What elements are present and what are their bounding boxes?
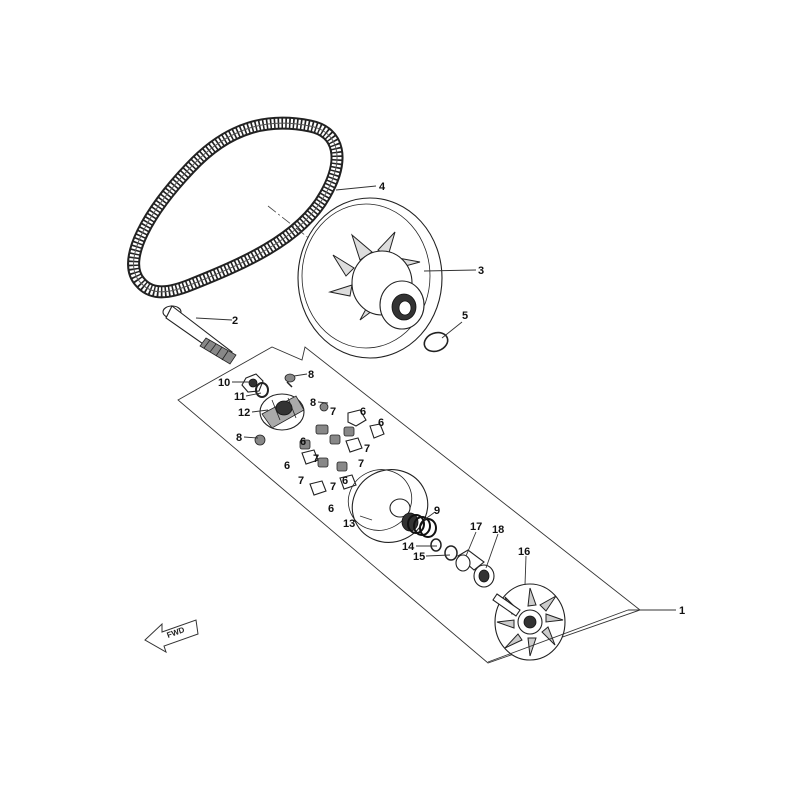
washer	[255, 382, 269, 398]
callout-7f: 7	[330, 481, 336, 493]
movable-sheave	[347, 469, 429, 543]
screw-top	[284, 373, 296, 388]
callout-6a: 6	[360, 406, 366, 418]
callout-15: 15	[413, 551, 425, 563]
callout-6d: 6	[284, 460, 290, 472]
callout-labels: 1 2 3 4 5 6 6 6 6 6 6 7 7 7 7 7 7 8 8 8 …	[218, 181, 685, 617]
callout-5: 5	[462, 310, 468, 322]
rollers-and-sliders	[299, 409, 385, 496]
spring	[401, 512, 437, 538]
washer-15	[444, 545, 458, 561]
callout-10: 10	[218, 377, 230, 389]
nut	[241, 373, 264, 393]
callout-14: 14	[402, 541, 415, 553]
callout-7c: 7	[364, 443, 370, 455]
callout-13: 13	[343, 518, 355, 530]
drive-belt	[127, 116, 344, 299]
sleeve	[455, 549, 485, 572]
fixed-sheave	[492, 583, 566, 661]
callout-7e: 7	[298, 475, 304, 487]
o-ring	[423, 331, 449, 353]
callout-16: 16	[518, 546, 530, 558]
assembly-boundary	[177, 346, 641, 664]
callout-7d: 7	[358, 458, 364, 470]
driven-clutch	[297, 197, 443, 359]
spider-cam	[259, 393, 305, 431]
screw-left	[254, 434, 266, 446]
callout-8b: 8	[310, 397, 316, 409]
callout-4: 4	[379, 181, 386, 193]
callout-6c: 6	[300, 436, 306, 448]
callout-8c: 8	[236, 432, 242, 444]
callout-18: 18	[492, 524, 504, 536]
screw-right	[319, 402, 329, 412]
leader-lines	[195, 185, 676, 663]
callout-7b: 7	[313, 453, 319, 465]
callout-9: 9	[434, 505, 440, 517]
bearing	[473, 564, 495, 588]
callout-11: 11	[234, 391, 246, 403]
callout-2: 2	[232, 315, 238, 327]
callout-7a: 7	[330, 406, 336, 418]
fwd-arrow: FWD	[144, 619, 199, 654]
callout-12: 12	[238, 407, 250, 419]
callout-8a: 8	[308, 369, 314, 381]
callout-6f: 6	[328, 503, 334, 515]
callout-6b: 6	[378, 417, 384, 429]
callout-17: 17	[470, 521, 482, 533]
callout-3: 3	[478, 265, 484, 277]
callout-1: 1	[679, 605, 685, 617]
bolt	[162, 305, 237, 365]
callout-6e: 6	[342, 475, 348, 487]
washer-14	[430, 538, 442, 552]
